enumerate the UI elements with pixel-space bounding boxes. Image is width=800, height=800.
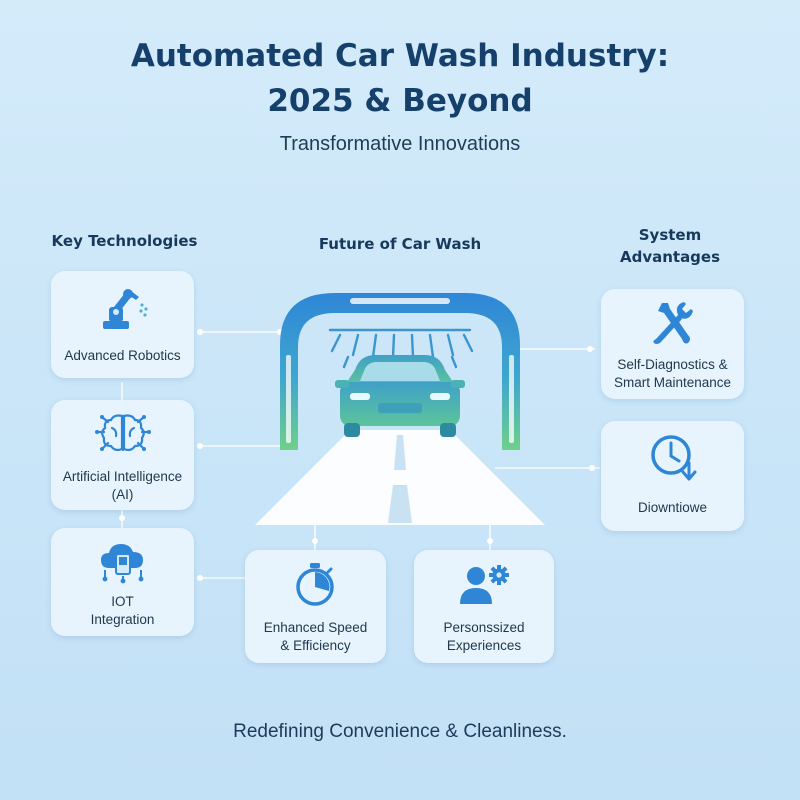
road-lane-mark: [394, 435, 406, 470]
title-line-2: 2025 & Beyond: [267, 83, 533, 119]
personalized-label-line-1: Personssized: [443, 620, 525, 635]
road-lane-mark: [388, 485, 412, 523]
wash-arch: [280, 293, 520, 450]
card-self-diagnostics[interactable]: Self-Diagnostics & Smart Maintenance: [601, 289, 744, 399]
connector-dot: [487, 538, 493, 544]
footer-tagline: Redefining Convenience & Cleanliness.: [233, 721, 567, 742]
downtime-label: Diowntiowe: [637, 500, 708, 515]
arch-light-right: [509, 355, 514, 443]
connector-dot: [197, 329, 203, 335]
diagnostics-label-line-1: Self-Diagnostics &: [617, 357, 728, 372]
card-enhanced-speed[interactable]: Enhanced Speed & Efficiency: [245, 550, 386, 663]
car-icon: [335, 355, 465, 437]
car-wash-illustration: [255, 293, 545, 525]
connector-dot: [587, 346, 593, 352]
diagnostics-label-line-2: Smart Maintenance: [613, 375, 732, 390]
ai-label-line-1: Artificial Intelligence: [62, 469, 183, 484]
robot-arm-icon: [103, 289, 148, 329]
title-line-1: Automated Car Wash Industry:: [130, 38, 670, 74]
speed-label-line-1: Enhanced Speed: [263, 620, 368, 635]
card-downtime[interactable]: Diowntiowe: [601, 421, 744, 531]
arch-light-left: [286, 355, 291, 443]
future-of-car-wash-heading: Future of Car Wash: [318, 235, 482, 253]
page-subtitle: Transformative Innovations: [279, 133, 521, 155]
card-iot-integration[interactable]: IOT Integration: [51, 528, 194, 636]
brain-circuit-icon: [95, 414, 151, 452]
key-technologies-heading: Key Technologies: [51, 232, 198, 250]
card-artificial-intelligence[interactable]: Artificial Intelligence (AI): [51, 400, 194, 510]
card-advanced-robotics[interactable]: Advanced Robotics: [51, 271, 194, 378]
ai-label-line-2: (AI): [111, 487, 134, 502]
card-personalized-experiences[interactable]: Personssized Experiences: [414, 550, 554, 663]
connector-dot: [197, 443, 203, 449]
tools-icon: [653, 302, 693, 344]
advanced-robotics-label: Advanced Robotics: [64, 348, 181, 363]
connector-dot: [197, 575, 203, 581]
speed-label-line-2: & Efficiency: [280, 638, 351, 653]
user-gear-icon: [460, 565, 509, 604]
system-advantages-line-1: System: [638, 226, 702, 244]
stopwatch-icon: [296, 563, 334, 606]
personalized-label-line-2: Experiences: [446, 638, 522, 653]
system-advantages-line-2: Advantages: [619, 248, 721, 266]
arch-top-light: [350, 298, 450, 304]
connector-dot: [119, 515, 125, 521]
cloud-device-icon: [101, 544, 144, 584]
connector-dot: [312, 538, 318, 544]
system-advantages-heading: System Advantages: [590, 224, 750, 268]
iot-label-line-2: Integration: [90, 612, 155, 627]
connector-dot: [589, 465, 595, 471]
clock-arrow-icon: [651, 435, 697, 481]
road: [255, 430, 545, 525]
page-title: Automated Car Wash Industry: 2025 & Beyo…: [0, 34, 800, 124]
iot-label-line-1: IOT: [111, 594, 134, 609]
